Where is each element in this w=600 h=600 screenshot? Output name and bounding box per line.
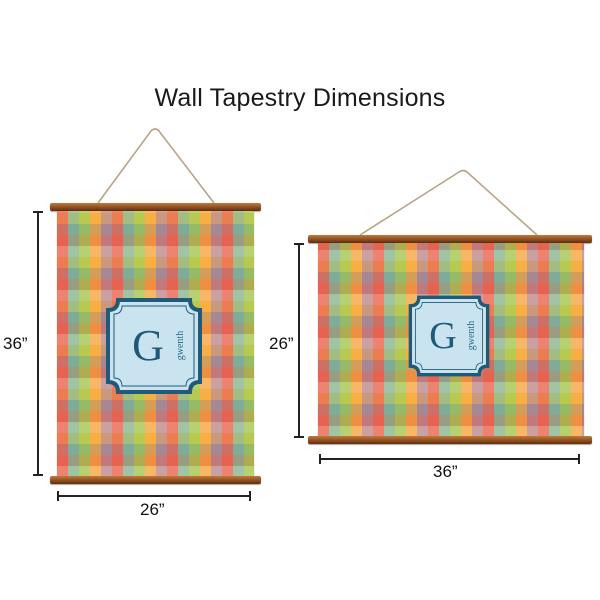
portrait-monogram-letter: G — [132, 321, 164, 370]
portrait-width-line — [57, 495, 250, 497]
portrait-monogram-name: gwenth — [175, 330, 187, 361]
portrait-height-cap-bottom — [33, 474, 43, 476]
landscape-monogram-frame: G gwenth — [407, 294, 491, 378]
landscape-height-cap-bottom — [294, 436, 304, 438]
monogram-frame-icon — [106, 298, 202, 394]
portrait-top-rod — [50, 203, 261, 211]
portrait-width-cap-right — [249, 491, 251, 501]
portrait-width-label: 26” — [140, 500, 165, 519]
portrait-monogram-frame: G gwenth — [104, 296, 204, 396]
landscape-top-rod — [308, 235, 592, 243]
page-title: Wall Tapestry Dimensions — [154, 84, 446, 112]
portrait-height-label: 36” — [3, 334, 28, 353]
landscape-width-label: 36” — [433, 462, 458, 481]
landscape-monogram-letter: G — [429, 315, 457, 357]
landscape-width-cap-right — [578, 454, 580, 464]
landscape-fabric — [318, 243, 584, 437]
landscape-height-label: 26” — [269, 334, 294, 353]
landscape-monogram-name: gwenth — [466, 320, 478, 351]
landscape-height-line — [298, 243, 300, 437]
landscape-width-line — [319, 458, 580, 460]
landscape-bottom-rod — [308, 436, 592, 444]
portrait-height-line — [37, 211, 39, 475]
portrait-bottom-rod — [50, 476, 261, 484]
monogram-frame-icon — [408, 295, 490, 377]
